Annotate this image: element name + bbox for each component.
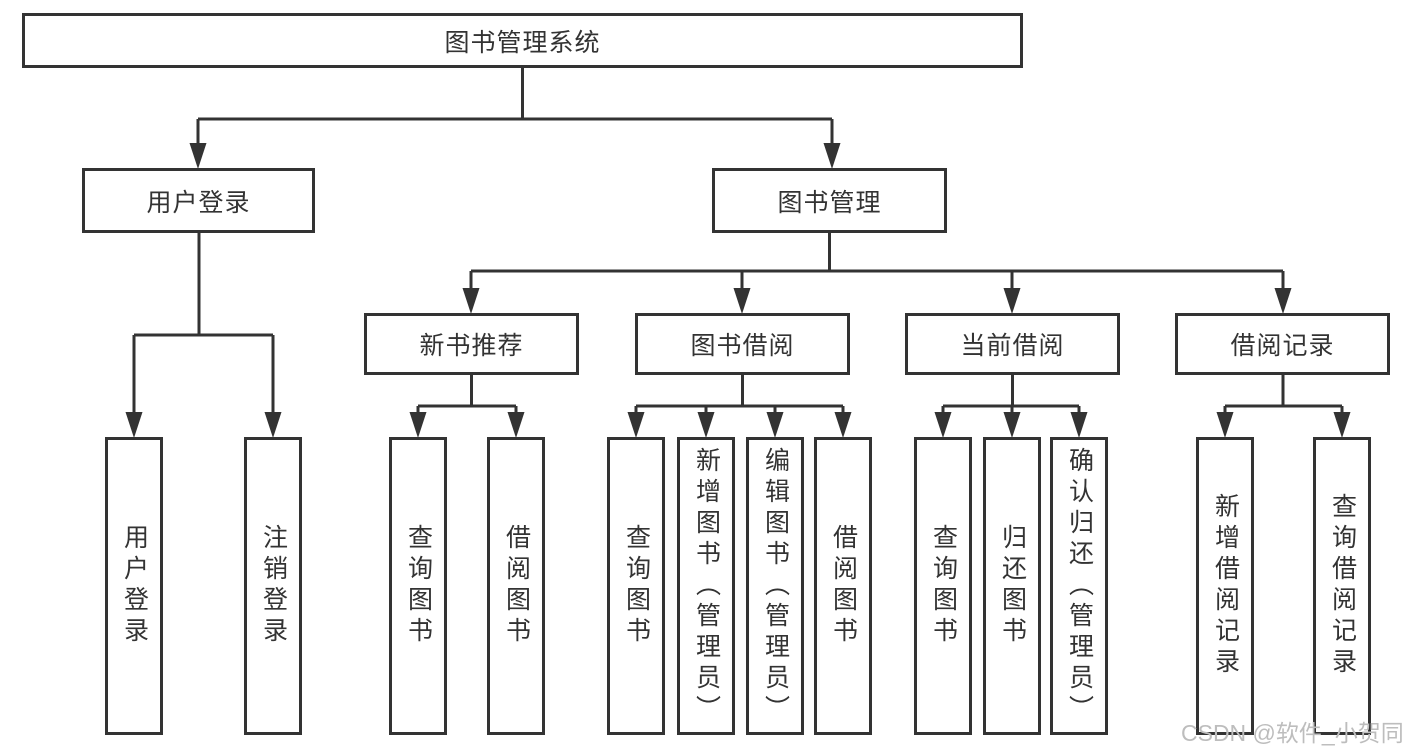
leaf-query-books-borrow-label: 查询图书: [622, 524, 651, 648]
leaf-user-login: 用户登录: [105, 437, 163, 735]
leaf-confirm-return-admin-label: 确认归还（管理员）: [1065, 446, 1094, 726]
leaf-logout: 注销登录: [244, 437, 302, 735]
connector-borrow-records-children: [1223, 375, 1344, 419]
leaf-return-books: 归还图书: [983, 437, 1041, 735]
leaf-query-books-current: 查询图书: [914, 437, 972, 735]
node-new-book-recommend-label: 新书推荐: [419, 332, 524, 360]
leaf-add-book-admin-label: 新增图书（管理员）: [692, 446, 721, 726]
leaf-logout-label: 注销登录: [259, 524, 288, 648]
connector-current-borrow-children: [941, 375, 1081, 419]
leaf-query-borrow-record: 查询借阅记录: [1313, 437, 1371, 735]
connector-book-mgmt-sections: [469, 233, 1285, 295]
node-user-login-label: 用户登录: [146, 188, 251, 217]
leaf-query-books-recommend-label: 查询图书: [404, 524, 433, 648]
leaf-borrow-books-recommend: 借阅图书: [487, 437, 545, 735]
leaf-user-login-label: 用户登录: [120, 524, 149, 648]
node-book-borrow: 图书借阅: [635, 313, 850, 375]
node-new-book-recommend: 新书推荐: [364, 313, 579, 375]
leaf-borrow-books-recommend-label: 借阅图书: [502, 524, 531, 648]
node-library-management-system-label: 图书管理系统: [444, 28, 601, 57]
leaf-confirm-return-admin: 确认归还（管理员）: [1050, 437, 1108, 735]
leaf-return-books-label: 归还图书: [998, 524, 1027, 648]
node-book-management: 图书管理: [712, 168, 947, 233]
node-book-management-label: 图书管理: [777, 188, 882, 217]
node-borrow-records: 借阅记录: [1175, 313, 1390, 375]
leaf-edit-book-admin: 编辑图书（管理员）: [746, 437, 804, 735]
leaf-query-books-current-label: 查询图书: [929, 524, 958, 648]
leaf-edit-book-admin-label: 编辑图书（管理员）: [761, 446, 790, 726]
leaf-query-books-recommend: 查询图书: [389, 437, 447, 735]
csdn-watermark: CSDN @软件_小贺同学: [1181, 720, 1405, 746]
leaf-borrow-books-label: 借阅图书: [829, 524, 858, 648]
node-borrow-records-label: 借阅记录: [1230, 332, 1335, 360]
leaf-query-borrow-record-label: 查询借阅记录: [1328, 493, 1357, 679]
leaf-add-borrow-record: 新增借阅记录: [1196, 437, 1254, 735]
leaf-borrow-books: 借阅图书: [814, 437, 872, 735]
connector-root-to-branches: [196, 68, 834, 150]
connector-book-borrow-children: [634, 375, 845, 419]
leaf-add-borrow-record-label: 新增借阅记录: [1211, 493, 1240, 679]
node-book-borrow-label: 图书借阅: [690, 332, 795, 360]
connector-new-book-children: [416, 375, 518, 419]
node-current-borrow: 当前借阅: [905, 313, 1120, 375]
node-user-login: 用户登录: [82, 168, 315, 233]
node-current-borrow-label: 当前借阅: [960, 332, 1065, 360]
leaf-query-books-borrow: 查询图书: [607, 437, 665, 735]
connector-user-login-children: [132, 233, 275, 419]
leaf-add-book-admin: 新增图书（管理员）: [677, 437, 735, 735]
node-library-management-system: 图书管理系统: [22, 13, 1023, 68]
